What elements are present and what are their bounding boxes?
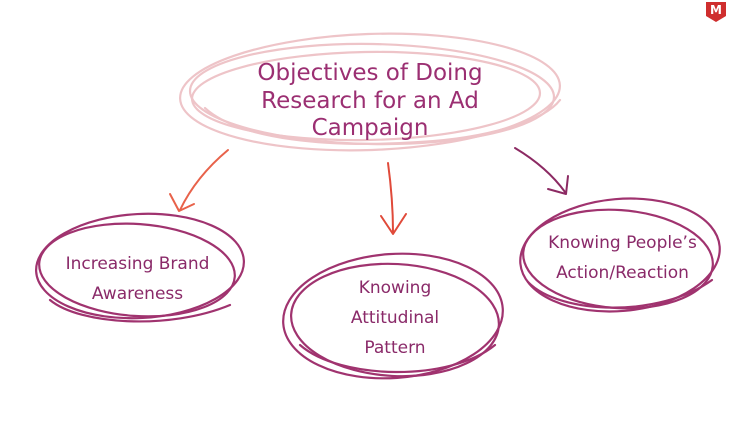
arrow-left — [169, 149, 229, 212]
node-scribble-left — [35, 212, 245, 323]
title-scribble — [179, 32, 562, 152]
brand-logo-badge — [706, 2, 726, 22]
diagram-title: Objectives of Doing Research for an Ad C… — [257, 60, 483, 142]
node-scribble-right — [519, 197, 721, 313]
logo-letter: M — [710, 3, 722, 17]
arrow-middle — [380, 162, 407, 235]
node-scribble-middle — [282, 252, 504, 380]
node-knowing-peoples-action-reaction: Knowing People’s Action/Reaction — [548, 233, 697, 283]
node-increasing-brand-awareness: Increasing Brand Awareness — [65, 254, 210, 304]
node-knowing-attitudinal-pattern: Knowing Attitudinal Pattern — [350, 278, 440, 358]
arrow-right — [514, 147, 569, 195]
